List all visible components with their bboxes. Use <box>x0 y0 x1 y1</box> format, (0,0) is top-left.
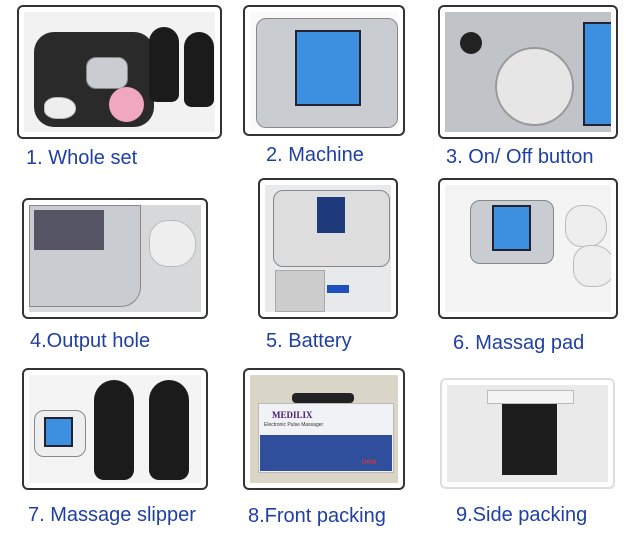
caption-side-packing: 9.Side packing <box>456 504 588 526</box>
photo-machine <box>243 5 405 136</box>
package-subtitle: Electronic Pulse Massager <box>264 422 324 428</box>
photo-massage-pad <box>438 178 618 319</box>
package-brand: MEDILIX <box>272 410 313 420</box>
caption-front-packing: 8.Front packing <box>248 505 386 527</box>
photo-battery <box>258 178 398 319</box>
photo-whole-set <box>17 5 222 139</box>
photo-side-packing <box>440 378 615 489</box>
caption-massage-slipper: 7. Massage slipper <box>28 504 196 526</box>
caption-output-hole: 4.Output hole <box>30 330 151 352</box>
photo-massage-slipper <box>22 368 208 490</box>
caption-on-off-button: 3. On/ Off button <box>446 146 594 168</box>
photo-output-hole <box>22 198 208 319</box>
caption-massage-pad: 6. Massag pad <box>453 332 585 354</box>
photo-on-off-button <box>438 5 618 139</box>
caption-machine: 2. Machine <box>266 144 364 166</box>
photo-front-packing: MEDILIX Electronic Pulse Massager new <box>243 368 405 490</box>
caption-whole-set: 1. Whole set <box>26 147 138 169</box>
package-badge: new <box>362 457 377 466</box>
caption-battery: 5. Battery <box>266 330 352 352</box>
